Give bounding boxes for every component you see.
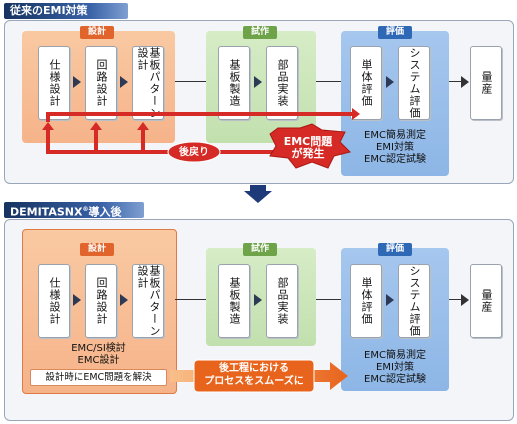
arrow-icon — [386, 76, 394, 88]
before-eval-note-3: EMC認定試験 — [364, 154, 426, 165]
before-step-spec: 仕様設計 — [38, 46, 70, 120]
after-prototype-label: 試作 — [243, 243, 277, 256]
after-design-note-2: EMC設計 — [77, 355, 120, 366]
before-header: 従来のEMI対策 — [4, 3, 128, 19]
after-design-note-1: EMC/SI検討 — [71, 343, 126, 354]
after-title: DEMITASNX — [10, 205, 83, 219]
before-design-label: 設計 — [80, 26, 114, 39]
after-step-system-eval: システム評価 — [398, 264, 430, 338]
return-label: 後戻り — [179, 147, 209, 158]
before-step-system-eval: システム評価 — [398, 46, 430, 120]
after-eval-note-3: EMC認定試験 — [364, 374, 426, 385]
before-eval-note-2: EMI対策 — [376, 142, 414, 153]
return-badge-shape — [167, 141, 221, 163]
smooth-arrow — [170, 359, 348, 393]
smooth-label-2: プロセスをスムーズに — [204, 376, 304, 387]
problem-label: EMC問題が発生 — [283, 135, 333, 160]
before-eval-note-1: EMC簡易測定 — [364, 130, 426, 141]
before-title: 従来のEMI対策 — [10, 4, 88, 17]
after-step-mount: 部品実装 — [266, 264, 298, 338]
feedback-up-head-3 — [137, 122, 149, 130]
connector-line — [449, 299, 463, 300]
after-header: DEMITASNX®導入後 — [4, 202, 144, 219]
before-step-unit-eval: 単体評価 — [350, 46, 382, 120]
after-step-circuit: 回路設計 — [85, 264, 117, 338]
before-evaluation-label: 評価 — [378, 26, 412, 39]
feedback-upper-line — [46, 112, 352, 122]
before-step-mount: 部品実装 — [266, 46, 298, 120]
after-title-suffix: 導入後 — [88, 205, 122, 219]
before-step-circuit: 回路設計 — [85, 46, 117, 120]
after-step-board: 基板製造 — [218, 264, 250, 338]
arrow-icon — [73, 76, 81, 88]
after-step-unit-eval: 単体評価 — [350, 264, 382, 338]
feedback-up-head-1 — [42, 122, 54, 130]
after-step-pattern: 基板パターン設計 — [132, 264, 164, 338]
before-step-board: 基板製造 — [218, 46, 250, 120]
connector-line — [316, 81, 341, 82]
down-arrow-icon — [244, 185, 272, 203]
after-step-spec: 仕様設計 — [38, 264, 70, 338]
arrow-icon — [461, 294, 469, 306]
after-eval-note-2: EMI対策 — [376, 362, 414, 373]
arrow-icon — [254, 76, 262, 88]
after-evaluation-label: 評価 — [378, 243, 412, 256]
problem-burst-icon — [269, 123, 351, 169]
smooth-label-1: 後工程における — [219, 363, 289, 374]
arrow-icon — [254, 294, 262, 306]
after-eval-note-1: EMC簡易測定 — [364, 350, 426, 361]
arrow-icon — [120, 294, 128, 306]
arrow-icon — [386, 294, 394, 306]
after-step-mass-production: 量産 — [470, 264, 502, 338]
arrow-icon — [73, 294, 81, 306]
arrow-icon — [120, 76, 128, 88]
connector-line — [175, 299, 206, 300]
connector-line — [449, 81, 463, 82]
before-step-pattern: 基板パターン設計 — [132, 46, 164, 120]
connector-line — [316, 299, 341, 300]
connector-line — [175, 81, 206, 82]
before-prototype-label: 試作 — [243, 26, 277, 39]
after-design-caption: 設計時にEMC問題を解決 — [30, 369, 167, 386]
feedback-upper-head — [352, 108, 360, 120]
after-design-label: 設計 — [80, 243, 114, 256]
feedback-up-head-2 — [90, 122, 102, 130]
before-step-mass-production: 量産 — [470, 46, 502, 120]
arrow-icon — [461, 76, 469, 88]
